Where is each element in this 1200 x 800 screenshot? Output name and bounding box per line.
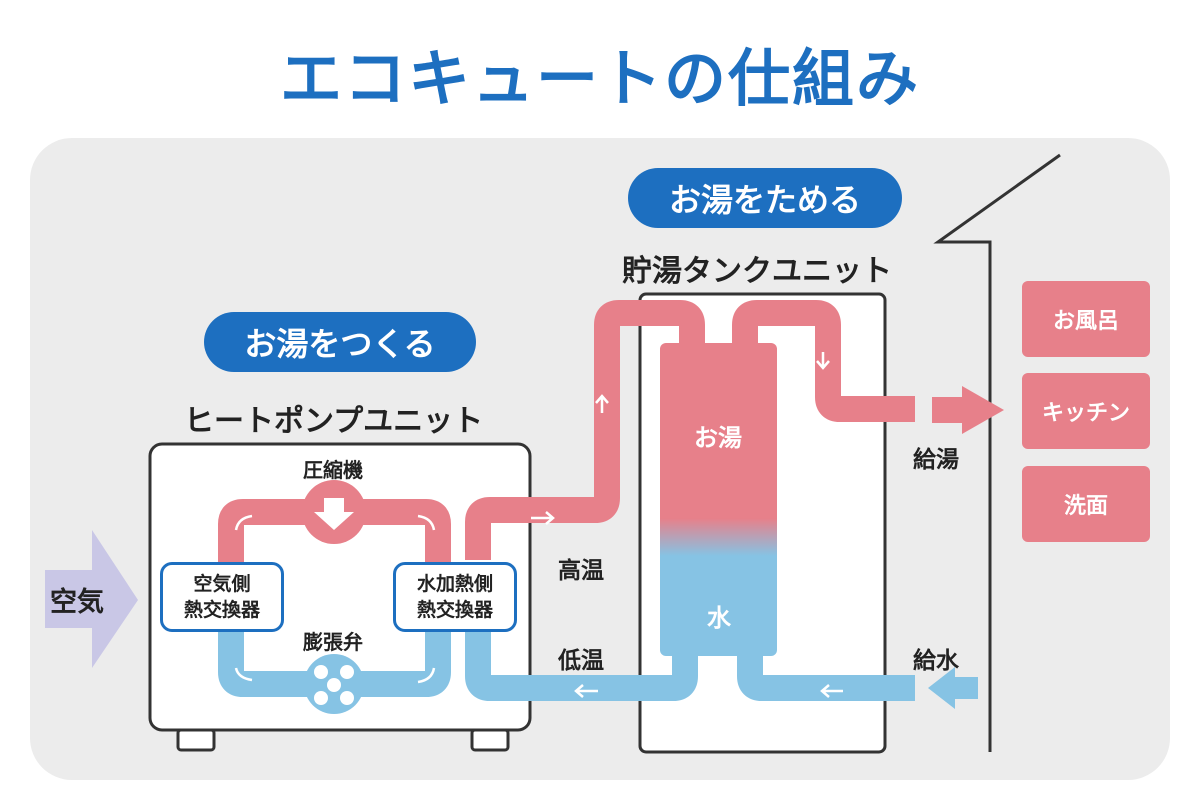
arrow-down-icon [816, 352, 830, 370]
hot-supply-pipe [732, 300, 915, 422]
water-hx-line1: 水加熱側 [416, 573, 493, 595]
high-temp-label: 高温 [558, 558, 604, 584]
valve-dot [314, 691, 328, 705]
flow-arrow-icon [417, 514, 436, 531]
expansion-valve-label: 膨張弁 [303, 630, 363, 654]
flow-arrow-icon [417, 667, 436, 684]
heat-pump-unit-title: ヒートポンプユニット [184, 404, 484, 439]
destination-washroom: 洗面 [1022, 466, 1150, 542]
arrow-left-icon [820, 684, 843, 698]
hot-supply-arrow [932, 386, 1004, 434]
air-hx-line1: 空気側 [193, 573, 251, 595]
tank-hot-label: お湯 [694, 424, 742, 452]
low-temp-label: 低温 [558, 648, 604, 674]
destination-kitchen: キッチン [1022, 373, 1150, 449]
valve-dot [340, 691, 354, 705]
valve-dot [314, 665, 328, 679]
flow-arrow-icon [234, 514, 253, 531]
compressor-label: 圧縮機 [303, 458, 363, 482]
heat-pump-foot-left [176, 728, 216, 752]
pipe-flow-arrows [531, 352, 843, 698]
air-heat-exchanger: 空気側 熱交換器 [160, 562, 284, 632]
heat-pump-foot-right [470, 728, 510, 752]
section-badge-make: お湯をつくる [204, 312, 476, 372]
air-hx-line2: 熱交換器 [183, 599, 260, 621]
flow-arrow-icon [234, 667, 253, 682]
supply-water-pipe [737, 650, 915, 701]
storage-tank [660, 343, 777, 656]
arrow-right-icon [531, 511, 555, 525]
arrow-up-icon [595, 394, 609, 413]
tank-water-label: 水 [707, 604, 731, 632]
destination-bath: お風呂 [1022, 281, 1150, 357]
hot-supply-label: 給湯 [913, 447, 959, 473]
house-outline [933, 153, 1061, 752]
air-label: 空気 [50, 587, 104, 618]
compressor-arrow-icon [314, 498, 354, 530]
valve-dot [340, 665, 354, 679]
cold-water-return-pipe [465, 620, 698, 701]
hot-water-pipe [465, 300, 705, 560]
page-title: エコキュートの仕組み [279, 42, 920, 115]
arrow-left-icon [574, 684, 598, 698]
water-hx-line2: 熱交換器 [416, 599, 493, 621]
supply-water-arrow [928, 667, 978, 709]
water-heat-exchanger: 水加熱側 熱交換器 [393, 562, 517, 632]
section-badge-store: お湯をためる [628, 168, 902, 228]
water-supply-label: 給水 [913, 648, 959, 674]
valve-dot [327, 678, 341, 692]
air-inflow-arrow [45, 530, 138, 668]
tank-unit-title: 貯湯タンクユニット [622, 254, 892, 289]
